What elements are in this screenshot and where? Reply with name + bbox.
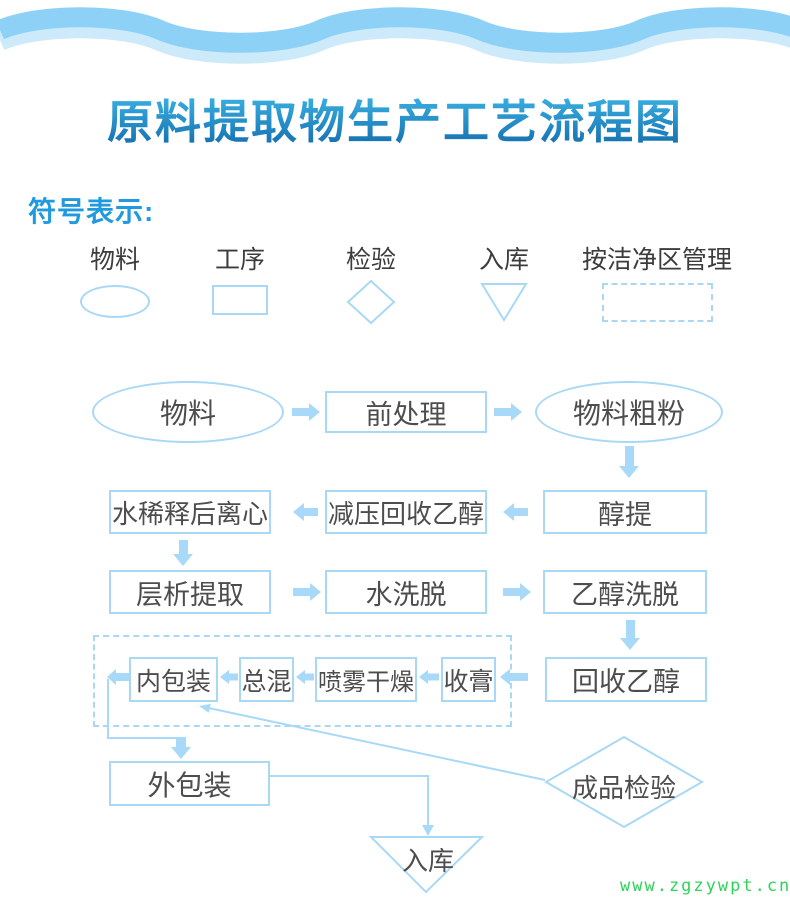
node-material: 物料 — [92, 381, 284, 443]
node-paste-collection: 收膏 — [441, 657, 496, 702]
legend-label: 按洁净区管理 — [581, 246, 732, 274]
legend-item-warehousing: 入库 — [459, 245, 549, 328]
node-vacuum-ethanol-recovery: 减压回收乙醇 — [325, 490, 487, 534]
ellipse-shape — [80, 285, 150, 318]
arrow-right-icon — [503, 583, 531, 601]
arrow-right-icon — [292, 403, 320, 421]
legend-label: 工序 — [214, 246, 265, 274]
arrow-down-icon — [171, 737, 191, 759]
warehousing-connector — [270, 775, 429, 829]
node-spray-drying: 喷雾干燥 — [315, 657, 417, 702]
node-outer-packaging: 外包装 — [109, 761, 270, 806]
node-pretreatment: 前处理 — [325, 391, 487, 433]
page-title: 原料提取物生产工艺流程图 — [0, 86, 790, 152]
arrow-left-icon — [503, 503, 528, 521]
legend-item-clean-area: 按洁净区管理 — [557, 245, 757, 322]
arrow-down-icon — [619, 446, 639, 478]
arrow-left-icon — [293, 503, 318, 521]
watermark: www.zgzywpt.cn — [620, 876, 790, 896]
node-inner-packaging: 内包装 — [129, 657, 218, 702]
diamond-shape — [346, 279, 396, 325]
wave-banner — [0, 7, 790, 64]
legend-label: 检验 — [345, 246, 396, 274]
legend-heading: 符号表示: — [28, 196, 155, 227]
arrow-down-icon — [173, 540, 193, 566]
legend-item-inspection: 检验 — [326, 245, 416, 330]
node-water-dilution-centrifuge: 水稀释后离心 — [109, 490, 271, 534]
wave-main-band — [0, 7, 790, 53]
node-coarse-powder: 物料粗粉 — [535, 381, 723, 443]
triangle-down-shape — [480, 283, 528, 322]
arrow-right-icon — [494, 403, 522, 421]
arrow-down-icon — [620, 620, 640, 650]
node-ethanol-elution: 乙醇洗脱 — [543, 570, 707, 614]
wave-light-band — [0, 16, 790, 64]
arrow-right-icon — [293, 583, 321, 601]
node-warehousing: 入库 — [401, 846, 454, 876]
node-finished-inspection: 成品检验 — [571, 773, 676, 803]
node-ethanol-recovery: 回收乙醇 — [545, 657, 707, 702]
node-water-elution: 水洗脱 — [325, 570, 487, 614]
rect-shape — [212, 285, 268, 315]
legend-item-process: 工序 — [195, 245, 285, 315]
dashed-rect-shape — [601, 283, 713, 322]
legend-label: 物料 — [89, 246, 140, 274]
legend-item-material: 物料 — [70, 245, 160, 318]
node-total-mixing: 总混 — [239, 657, 294, 702]
node-alcohol-extraction: 醇提 — [543, 490, 707, 534]
node-chromatography: 层析提取 — [109, 570, 271, 614]
arrow-down-icon — [422, 825, 434, 836]
legend-label: 入库 — [478, 246, 529, 274]
